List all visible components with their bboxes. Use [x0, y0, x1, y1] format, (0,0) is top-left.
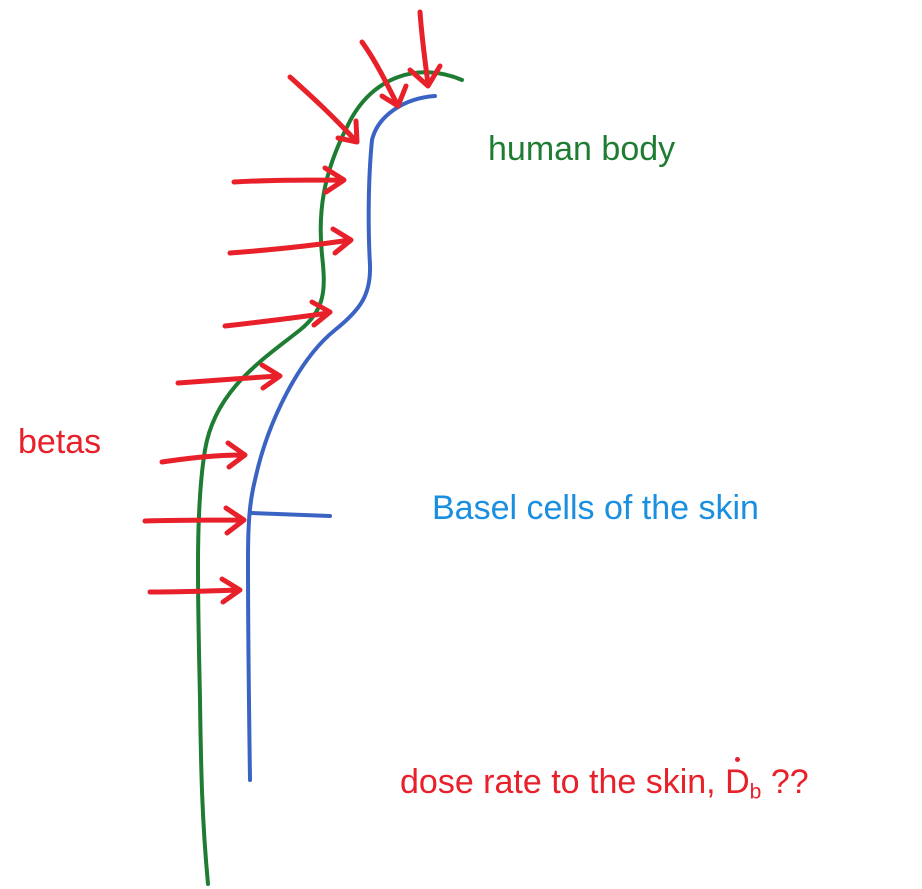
- dose-rate-text: dose rate to the skin,: [400, 763, 725, 801]
- dose-rate-subscript: b: [750, 780, 762, 803]
- beta-arrow-5: [230, 229, 351, 253]
- beta-arrow-4: [234, 168, 344, 192]
- beta-arrow-7: [178, 365, 280, 388]
- beta-arrow-6: [225, 302, 330, 326]
- beta-arrow-10: [150, 579, 240, 602]
- human-body-label: human body: [488, 132, 675, 166]
- basal-layer: [248, 96, 435, 780]
- betas-label: betas: [18, 425, 101, 459]
- beta-arrow-3: [290, 77, 357, 142]
- dose-rate-label: dose rate to the skin, Db ??: [400, 765, 809, 799]
- beta-arrow-1: [410, 12, 440, 86]
- basal-cells-label: Basel cells of the skin: [432, 491, 759, 525]
- dose-rate-symbol: D: [725, 765, 750, 799]
- beta-arrow-9: [145, 508, 244, 533]
- dose-rate-suffix: ??: [761, 763, 808, 801]
- basal-layer-pointer: [252, 513, 330, 516]
